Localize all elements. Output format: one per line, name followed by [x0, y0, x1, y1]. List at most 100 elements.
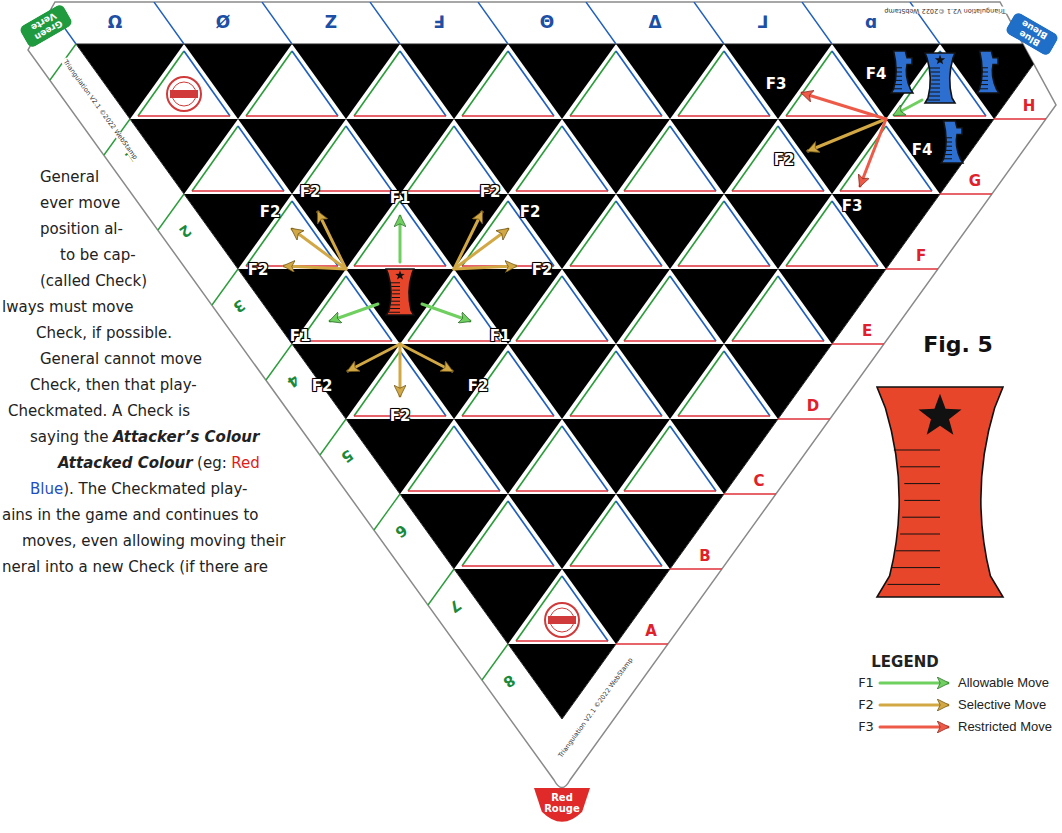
rule-text: Red	[231, 454, 260, 472]
rule-text-line: Checkmated. A Check is	[8, 402, 190, 420]
rule-text-line: General	[40, 168, 99, 186]
game-pieces	[386, 51, 1003, 597]
figure-label: Fig. 5	[923, 333, 993, 357]
rule-text: to be cap-	[60, 246, 136, 264]
blue-piece	[977, 51, 999, 93]
rule-text-line: Check, if possible.	[36, 324, 172, 342]
rule-text-line: to be cap-	[60, 246, 136, 264]
column-label: Ⅎ	[433, 13, 445, 32]
right-edge-lines	[616, 119, 1046, 644]
rule-text: neral into a new Check (if there are	[2, 558, 268, 576]
rule-text-line: ains in the game and continues to	[2, 506, 258, 524]
rule-text: General cannot move	[40, 350, 202, 368]
rule-text: Check, then that play-	[30, 376, 197, 394]
rule-text: ). The Checkmated play-	[63, 480, 247, 498]
rule-text: (eg:	[197, 454, 227, 472]
move-label: F4	[912, 142, 933, 159]
rule-text: General	[40, 168, 99, 186]
rule-text-line: neral into a new Check (if there are	[2, 558, 268, 576]
blue-general	[925, 53, 955, 103]
move-label: F2	[248, 262, 269, 279]
legend-title: LEGEND	[871, 654, 938, 671]
rule-text-line: position al-	[40, 220, 123, 238]
stamp	[545, 603, 579, 637]
cell-lines	[60, 40, 1060, 730]
rule-text: Check, if possible.	[36, 324, 172, 342]
move-label: F3	[766, 76, 787, 93]
row-letter: H	[1023, 98, 1036, 115]
rule-text: moves, even allowing moving their	[22, 532, 285, 550]
rule-text-line: Check, then that play-	[30, 376, 197, 394]
move-label: F1	[390, 190, 411, 207]
column-label: ɑ	[865, 13, 877, 32]
row-letter: D	[807, 398, 819, 415]
top-edge-lines	[46, 2, 1048, 44]
move-label: F2	[480, 184, 501, 201]
move-label: F2	[260, 204, 281, 221]
rule-text: Blue	[30, 480, 63, 498]
rule-text: ever move	[40, 194, 120, 212]
column-label: ⅃	[758, 13, 769, 32]
rule-text-line: saying the Attacker’s Colour	[30, 428, 259, 446]
rule-text: position al-	[40, 220, 123, 238]
legend-key: F2	[858, 698, 874, 712]
column-label: Ω	[108, 13, 122, 32]
legend-key: F3	[858, 720, 874, 734]
badge-fill	[18, 3, 73, 49]
row-letter: E	[862, 323, 872, 340]
move-label: F2	[312, 378, 333, 395]
move-label: F1	[290, 328, 311, 345]
legend-text: Restricted Move	[958, 719, 1052, 735]
red-general	[386, 269, 414, 315]
rule-text: ains in the game and continues to	[2, 506, 258, 524]
move-arrows	[284, 93, 922, 396]
move-label: F3	[842, 198, 863, 215]
blue-piece	[941, 121, 963, 163]
legend-key: F1	[858, 676, 874, 690]
badge-fill	[534, 788, 590, 822]
legend-arrows	[880, 683, 948, 727]
row-letter: F	[916, 248, 926, 265]
move-label: F1	[490, 328, 511, 345]
column-label: Z	[325, 13, 337, 32]
column-label: Ø	[216, 13, 230, 32]
rule-text: Attacked Colour	[58, 454, 193, 472]
move-label: F4	[866, 66, 887, 83]
badge-fill	[1004, 11, 1059, 57]
row-letter: A	[645, 623, 657, 640]
general-figure	[877, 387, 1003, 597]
rule-text-line: (called Check)	[40, 272, 147, 290]
rule-text-line: moves, even allowing moving their	[22, 532, 285, 550]
rule-text-line: Blue). The Checkmated play-	[30, 480, 248, 498]
move-label: F2	[468, 378, 489, 395]
black-cells	[60, 40, 1060, 730]
grid-outline	[76, 44, 1048, 719]
blue-piece	[891, 51, 913, 93]
badge-text: Red	[551, 792, 573, 803]
rule-text-line: Attacked Colour(eg:Red	[58, 454, 260, 472]
row-letter: G	[969, 173, 981, 190]
move-label: F2	[532, 262, 553, 279]
rule-text-line: lways must move	[2, 298, 134, 316]
rule-text: lways must move	[2, 298, 134, 316]
badge-text: Rouge	[544, 803, 580, 814]
rule-text: Checkmated. A Check is	[8, 402, 190, 420]
rule-text-line: ever move	[40, 194, 120, 212]
move-label: F2	[300, 184, 321, 201]
watermark: Triangulation V2.1 ©2022 WebStamp	[882, 6, 1007, 13]
legend-text: Selective Move	[958, 697, 1046, 713]
legend-text: Allowable Move	[958, 675, 1049, 691]
move-label: F2	[390, 408, 411, 425]
rule-text: saying the	[30, 428, 108, 446]
rule-text-line: General cannot move	[40, 350, 202, 368]
rule-text: (called Check)	[40, 272, 147, 290]
row-letter: C	[753, 473, 764, 490]
rule-text: Attacker’s Colour	[113, 428, 259, 446]
move-label: F2	[520, 204, 541, 221]
move-label: F2	[774, 152, 795, 169]
column-label: Δ	[648, 13, 661, 32]
stamp	[167, 77, 201, 111]
corner-badge: RedRouge	[534, 788, 590, 824]
column-label: Θ	[540, 13, 554, 32]
